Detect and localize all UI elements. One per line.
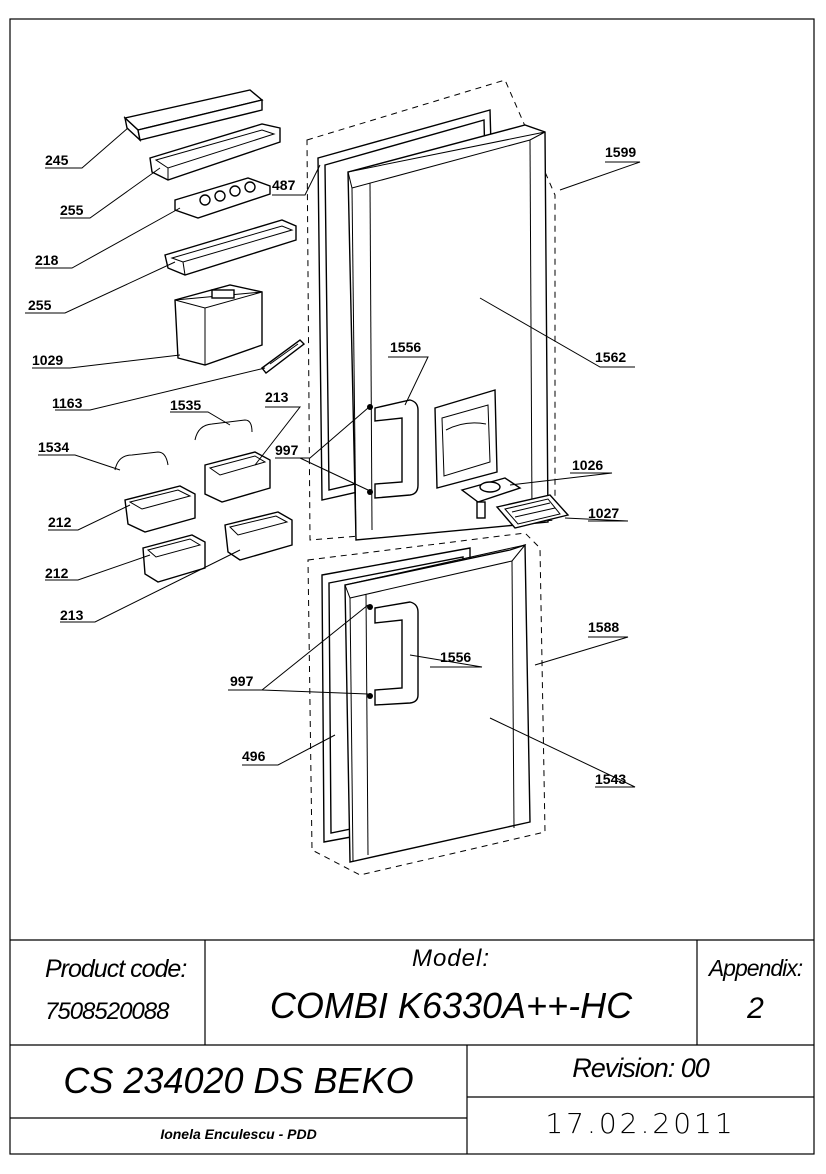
label-255-upper: 255 bbox=[60, 202, 84, 218]
product-code: 7508520088 bbox=[45, 998, 169, 1025]
door-balcony-lower bbox=[164, 219, 297, 276]
model-label: Model: bbox=[411, 945, 491, 972]
leader-lines bbox=[25, 127, 641, 788]
appendix-number: 2 bbox=[747, 992, 764, 1025]
label-1535: 1535 bbox=[170, 397, 201, 413]
label-487: 487 bbox=[272, 177, 296, 193]
label-1163: 1163 bbox=[52, 395, 83, 411]
product-code-label: Product code: bbox=[45, 955, 187, 983]
label-213-lower: 213 bbox=[60, 607, 84, 623]
label-212-lower: 212 bbox=[45, 565, 69, 581]
door-balcony-upper bbox=[149, 123, 281, 181]
label-255-lower: 255 bbox=[28, 297, 52, 313]
label-997-lower: 997 bbox=[230, 673, 254, 689]
lower-door bbox=[344, 544, 531, 863]
label-1029: 1029 bbox=[32, 352, 63, 368]
title-block-grid bbox=[10, 939, 814, 1154]
bin-212-lower bbox=[142, 534, 206, 583]
dispenser-lever bbox=[460, 477, 522, 519]
bottle-clip-1534 bbox=[114, 451, 169, 471]
label-218: 218 bbox=[35, 252, 59, 268]
egg-tray bbox=[174, 177, 271, 219]
label-496: 496 bbox=[242, 748, 266, 764]
label-1556-upper: 1556 bbox=[390, 339, 421, 355]
label-1543: 1543 bbox=[595, 771, 626, 787]
bin-213-lower bbox=[224, 511, 293, 561]
label-213-upper: 213 bbox=[265, 389, 289, 405]
label-245: 245 bbox=[45, 152, 69, 168]
bin-212-upper bbox=[124, 485, 196, 533]
appendix-label: Appendix: bbox=[708, 955, 803, 981]
label-997-upper: 997 bbox=[275, 442, 299, 458]
upper-door-outline bbox=[306, 79, 556, 541]
label-1556-lower: 1556 bbox=[440, 649, 471, 665]
author: Ionela Enculescu - PDD bbox=[160, 1126, 317, 1142]
label-1534: 1534 bbox=[38, 439, 69, 455]
label-212-upper: 212 bbox=[48, 514, 72, 530]
label-1562: 1562 bbox=[595, 349, 626, 365]
top-cover bbox=[123, 89, 264, 142]
label-1027: 1027 bbox=[588, 505, 619, 521]
date: 17.02.2011 bbox=[545, 1107, 736, 1140]
model-name: COMBI K6330A++-HC bbox=[269, 985, 633, 1026]
upper-door bbox=[347, 124, 549, 541]
water-tank bbox=[174, 284, 263, 366]
label-1588: 1588 bbox=[588, 619, 619, 635]
upper-door-handle bbox=[367, 399, 419, 499]
revision: Revision: 00 bbox=[572, 1053, 710, 1083]
door-strip bbox=[260, 339, 306, 374]
document-code: CS 234020 DS BEKO bbox=[63, 1060, 414, 1101]
label-1026: 1026 bbox=[572, 457, 603, 473]
label-1599: 1599 bbox=[605, 144, 636, 160]
drip-tray bbox=[495, 494, 570, 529]
bin-213-upper bbox=[204, 451, 271, 503]
lower-door-handle bbox=[367, 601, 419, 706]
bottle-clip-1535 bbox=[194, 419, 253, 441]
sheet-border bbox=[9, 18, 815, 1155]
